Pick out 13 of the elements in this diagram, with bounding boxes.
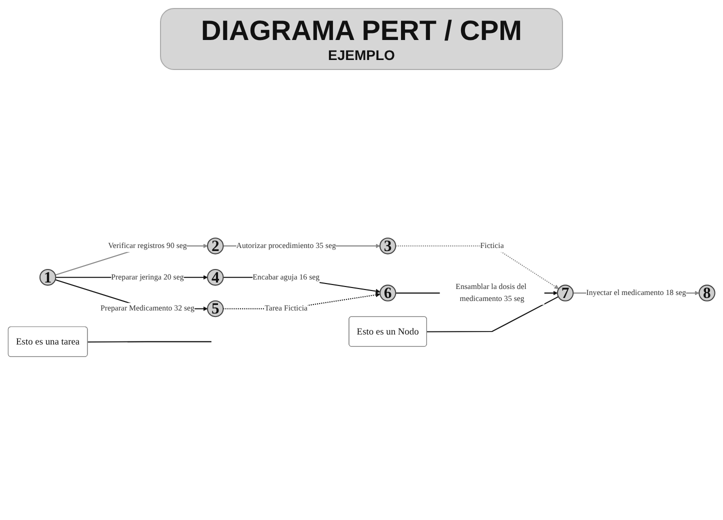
arrow xyxy=(396,245,559,289)
node-circle: 4 xyxy=(207,268,224,286)
node-circle: 1 xyxy=(39,268,56,286)
node-circle: 5 xyxy=(207,300,224,317)
connector xyxy=(426,296,559,332)
node-circle: 2 xyxy=(207,237,224,254)
node-circle: 6 xyxy=(379,284,396,301)
node-circle: 3 xyxy=(379,237,396,254)
node-circle: 8 xyxy=(698,284,716,301)
node-circle: 7 xyxy=(556,284,574,301)
title: DIAGRAMA PERT / CPM xyxy=(201,15,522,47)
subtitle: EJEMPLO xyxy=(327,47,396,63)
connector xyxy=(88,340,212,342)
